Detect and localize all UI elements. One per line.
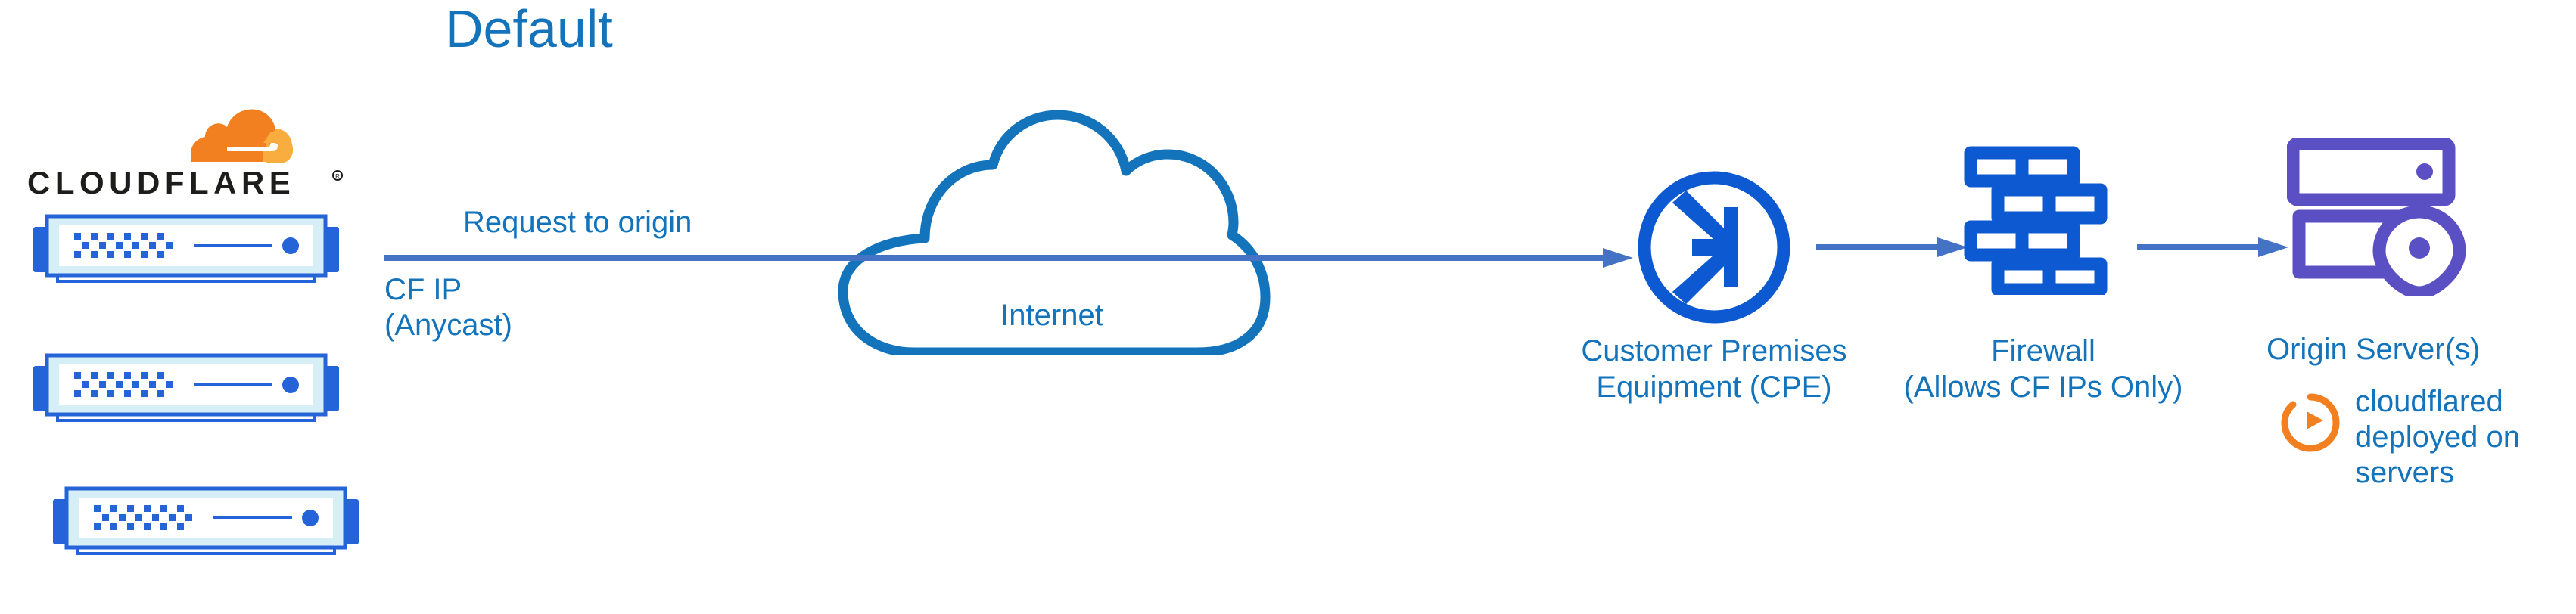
cloudflare-edge-device-3 [47, 482, 365, 567]
cloudflare-edge-device-1 [27, 210, 345, 295]
server-rack-location-icon [2286, 137, 2469, 299]
firewall-label: Firewall (Allows CF IPs Only) [1854, 333, 2232, 405]
internet-cloud-icon [825, 106, 1279, 358]
svg-text:R: R [335, 173, 340, 180]
cpe-label-line-2: Equipment (CPE) [1596, 371, 1832, 404]
page-title: Default [445, 0, 613, 58]
brick-wall-icon [1962, 144, 2113, 296]
cloudflared-line-1: cloudflared [2355, 385, 2503, 418]
cloudflared-line-3: servers [2355, 456, 2455, 490]
request-to-origin-label: Request to origin [463, 206, 692, 239]
firewall-label-line-1: Firewall [1991, 334, 2095, 367]
svg-text:CLOUDFLARE: CLOUDFLARE [27, 166, 295, 200]
cloudflare-edge-device-2 [27, 349, 345, 434]
cf-ip-line-1: CF IP [384, 273, 462, 306]
cpe-label: Customer Premises Equipment (CPE) [1495, 333, 1934, 405]
arrow-cloudflare-to-cpe [384, 247, 1633, 269]
arrow-firewall-to-origin [2137, 236, 2288, 259]
cloudflared-line-2: deployed on [2355, 420, 2520, 454]
origin-server-label: Origin Server(s) [2266, 333, 2481, 366]
cloudflare-wordmark: CLOUDFLARE R [27, 165, 345, 201]
internet-label: Internet [1000, 299, 1103, 332]
arrow-cpe-to-firewall [1816, 236, 1968, 259]
cf-ip-line-2: (Anycast) [384, 309, 512, 343]
refresh-sync-icon [2278, 390, 2343, 455]
cpe-label-line-1: Customer Premises [1581, 334, 1847, 367]
firewall-label-line-2: (Allows CF IPs Only) [1903, 371, 2183, 404]
cloudflare-cloud-icon [188, 106, 309, 165]
cloudflared-annotation: cloudflared deployed on servers [2278, 384, 2565, 535]
router-icon [1635, 168, 1794, 327]
cf-ip-anycast-label: CF IP (Anycast) [384, 272, 512, 343]
cloudflared-text: cloudflared deployed on servers [2355, 384, 2559, 492]
cloudflare-brand: CLOUDFLARE R [27, 106, 345, 204]
